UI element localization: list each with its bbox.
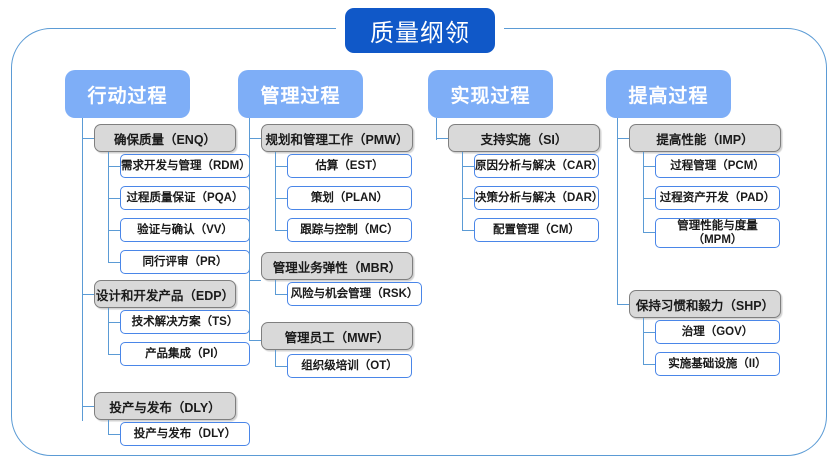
leaf-box-gov[interactable]: 治理（GOV）	[655, 320, 780, 344]
category-box-dly[interactable]: 投产与发布（DLY）	[94, 392, 236, 420]
branch-line-col-3-cat-1	[617, 304, 629, 306]
subtrunk-line-pmw	[275, 152, 277, 230]
subtrunk-line-dly	[108, 420, 110, 435]
leaf-box-pr[interactable]: 同行评审（PR）	[120, 250, 250, 274]
category-box-edp[interactable]: 设计和开发产品（EDP）	[94, 280, 236, 308]
category-box-pmw[interactable]: 规划和管理工作（PMW）	[261, 124, 413, 152]
subtrunk-line-imp	[643, 152, 645, 232]
category-box-mwf[interactable]: 管理员工（MWF）	[261, 322, 413, 350]
leaf-box-ii[interactable]: 实施基础设施（II）	[655, 352, 780, 376]
leaf-line-mc	[275, 230, 287, 232]
leaf-box-car[interactable]: 原因分析与解决（CAR）	[474, 154, 603, 178]
leaf-box-mpm[interactable]: 管理性能与度量 （MPM）	[655, 218, 780, 248]
column-header-2[interactable]: 实现过程	[428, 70, 553, 118]
branch-line-col-1-cat-2	[249, 340, 261, 342]
leaf-line-rsk	[275, 294, 287, 296]
leaf-line-gov	[643, 332, 655, 334]
leaf-line-plan	[275, 198, 287, 200]
branch-line-col-0-cat-1	[82, 294, 94, 296]
leaf-box-plan[interactable]: 策划（PLAN）	[287, 186, 412, 210]
subtrunk-line-mwf	[275, 350, 277, 367]
leaf-box-pqa[interactable]: 过程质量保证（PQA）	[120, 186, 250, 210]
leaf-line-pqa	[108, 198, 120, 200]
leaf-line-dly	[108, 434, 120, 436]
leaf-line-ts	[108, 322, 120, 324]
column-header-0[interactable]: 行动过程	[65, 70, 190, 118]
branch-line-col-0-cat-0	[82, 138, 94, 140]
subtrunk-line-edp	[108, 308, 110, 354]
leaf-box-dar[interactable]: 决策分析与解决（DAR）	[474, 186, 603, 210]
leaf-box-vv[interactable]: 验证与确认（VV）	[120, 218, 250, 242]
leaf-box-cm[interactable]: 配置管理（CM）	[474, 218, 599, 242]
leaf-box-dly[interactable]: 投产与发布（DLY）	[120, 422, 250, 446]
subtrunk-line-shp	[643, 318, 645, 364]
category-box-enq[interactable]: 确保质量（ENQ）	[94, 124, 236, 152]
branch-line-col-0-cat-2	[82, 406, 94, 408]
branch-line-col-1-cat-1	[249, 280, 261, 282]
trunk-line-col-1	[249, 118, 251, 340]
leaf-box-rdm[interactable]: 需求开发与管理（RDM）	[120, 154, 251, 178]
column-header-3[interactable]: 提高过程	[606, 70, 731, 118]
category-box-si[interactable]: 支持实施（SI）	[448, 124, 600, 152]
leaf-line-pi	[108, 354, 120, 356]
leaf-box-pad[interactable]: 过程资产开发（PAD）	[655, 186, 780, 210]
leaf-line-est	[275, 166, 287, 168]
leaf-box-est[interactable]: 估算（EST）	[287, 154, 412, 178]
leaf-line-vv	[108, 230, 120, 232]
leaf-box-mc[interactable]: 跟踪与控制（MC）	[287, 218, 412, 242]
leaf-line-pcm	[643, 166, 655, 168]
subtrunk-line-enq	[108, 152, 110, 262]
branch-line-col-2-cat-0	[436, 138, 448, 140]
subtrunk-line-mbr	[275, 280, 277, 295]
category-box-shp[interactable]: 保持习惯和毅力（SHP）	[629, 290, 781, 318]
leaf-line-mpm	[643, 232, 655, 234]
branch-line-col-3-cat-0	[617, 138, 629, 140]
root-title: 质量纲领	[345, 8, 495, 53]
leaf-box-rsk[interactable]: 风险与机会管理（RSK）	[287, 282, 422, 306]
leaf-line-rdm	[108, 166, 120, 168]
leaf-line-pad	[643, 198, 655, 200]
leaf-box-pcm[interactable]: 过程管理（PCM）	[655, 154, 780, 178]
category-box-imp[interactable]: 提高性能（IMP）	[629, 124, 781, 152]
leaf-line-ii	[643, 364, 655, 366]
leaf-box-pi[interactable]: 产品集成（PI）	[120, 342, 250, 366]
subtrunk-line-si	[462, 152, 464, 230]
category-box-mbr[interactable]: 管理业务弹性（MBR）	[261, 252, 413, 280]
leaf-line-car	[462, 166, 474, 168]
column-header-1[interactable]: 管理过程	[238, 70, 363, 118]
leaf-box-ot[interactable]: 组织级培训（OT）	[287, 354, 412, 378]
branch-line-col-1-cat-0	[249, 138, 261, 140]
leaf-line-cm	[462, 230, 474, 232]
leaf-line-dar	[462, 198, 474, 200]
leaf-line-pr	[108, 262, 120, 264]
leaf-box-ts[interactable]: 技术解决方案（TS）	[120, 310, 250, 334]
leaf-line-ot	[275, 366, 287, 368]
trunk-line-col-3	[617, 118, 619, 305]
trunk-line-col-2	[436, 118, 438, 140]
trunk-line-col-0	[82, 118, 84, 421]
